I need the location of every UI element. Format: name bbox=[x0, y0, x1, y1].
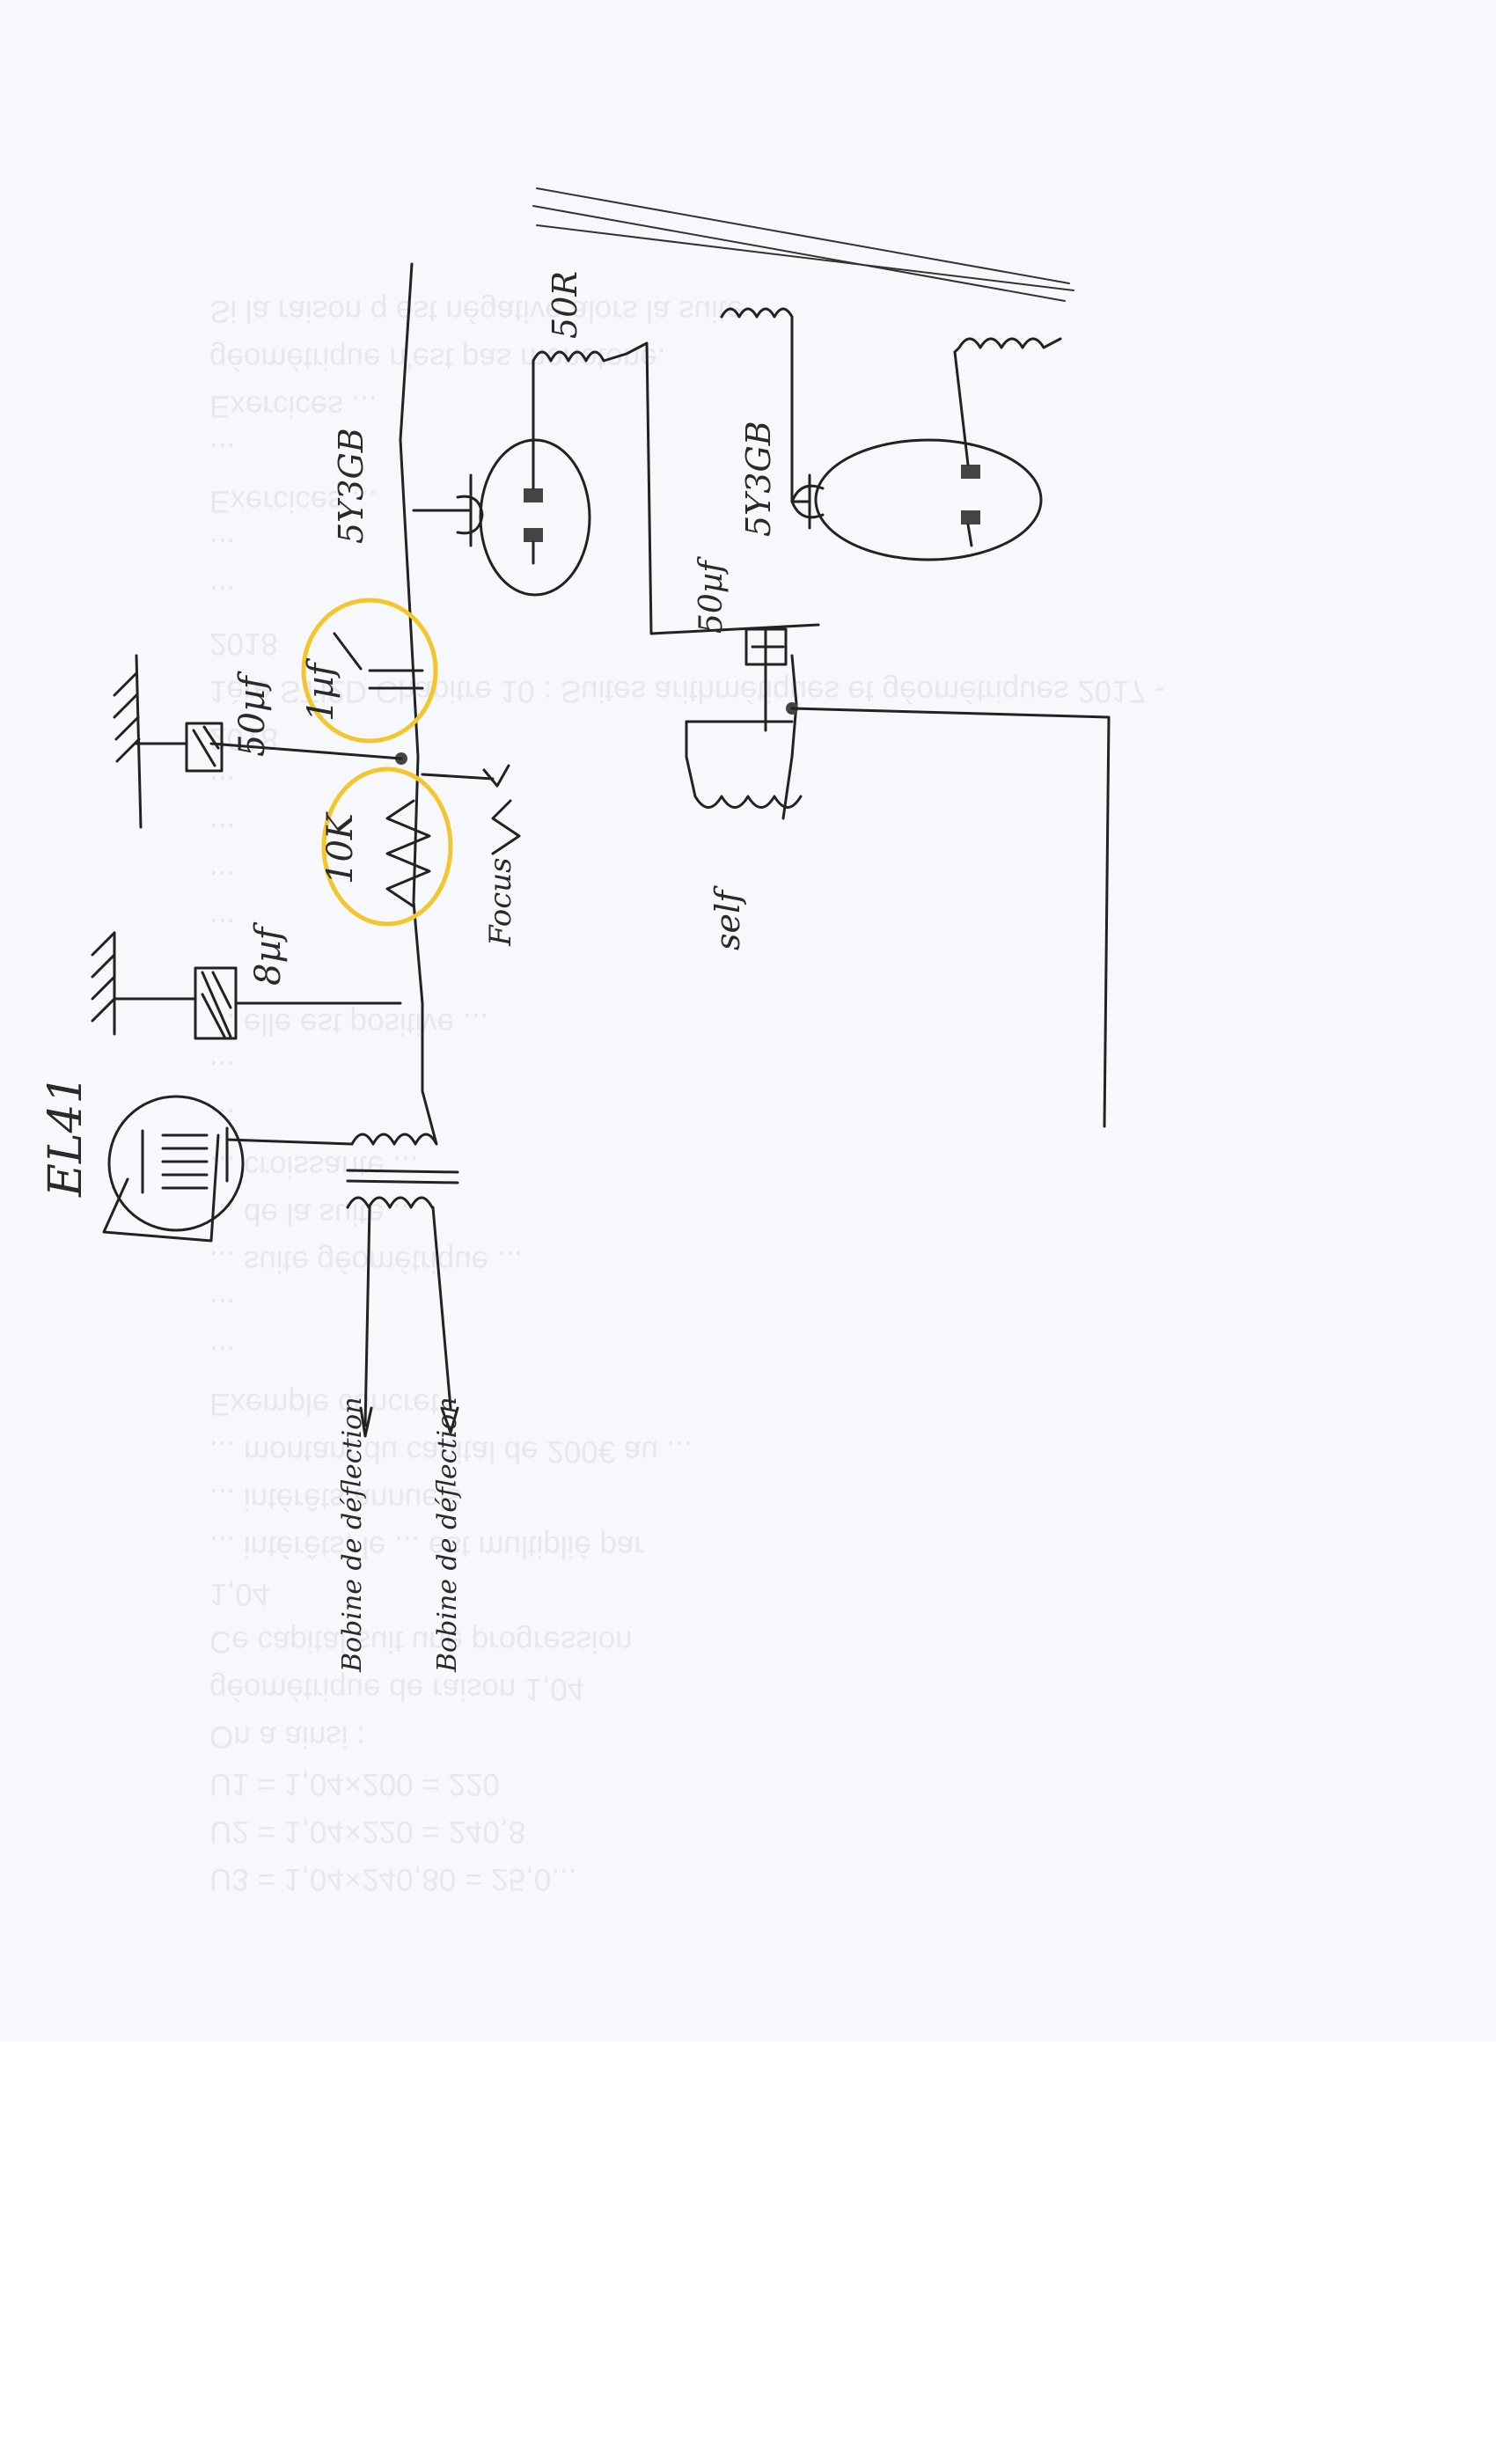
right-wire bbox=[786, 702, 1111, 1128]
label-deflection-coil-2: Bobine de déflection bbox=[432, 1397, 463, 1673]
focus-potentiometer bbox=[421, 764, 521, 855]
label-focus: Focus bbox=[483, 857, 518, 947]
self-inductor bbox=[685, 654, 803, 820]
label-rectifier-2: 5Y3GB bbox=[739, 421, 778, 537]
label-10k: 10K bbox=[320, 811, 361, 884]
capacitor-8uf bbox=[91, 931, 402, 1040]
label-el41: EL41 bbox=[40, 1074, 92, 1198]
main-rail bbox=[399, 262, 424, 1005]
top-strokes bbox=[532, 187, 1074, 302]
label-50uf-left: 50µf bbox=[232, 671, 273, 757]
label-50uf-mid: 50µf bbox=[693, 556, 730, 634]
label-8uf: 8µf bbox=[248, 922, 289, 986]
choke-50r bbox=[532, 341, 820, 635]
label-self: self bbox=[708, 885, 747, 950]
capacitor-1uf bbox=[301, 598, 438, 744]
rectifier-2 bbox=[790, 315, 1043, 561]
output-transformer bbox=[225, 1001, 459, 1438]
capacitor-50uf-left bbox=[113, 654, 403, 829]
rectifier-1 bbox=[412, 359, 591, 597]
label-rectifier-1: 5Y3GB bbox=[332, 428, 370, 544]
label-deflection-coil-1: Bobine de déflection bbox=[337, 1397, 368, 1673]
winding-top bbox=[720, 307, 1062, 354]
paper-sheet bbox=[0, 0, 1496, 2042]
resistor-10k bbox=[321, 766, 453, 927]
tube-el41 bbox=[102, 1095, 245, 1243]
label-1uf: 1µf bbox=[301, 658, 341, 722]
label-50r: 50R bbox=[546, 271, 584, 339]
capacitor-50uf-mid bbox=[744, 627, 788, 732]
